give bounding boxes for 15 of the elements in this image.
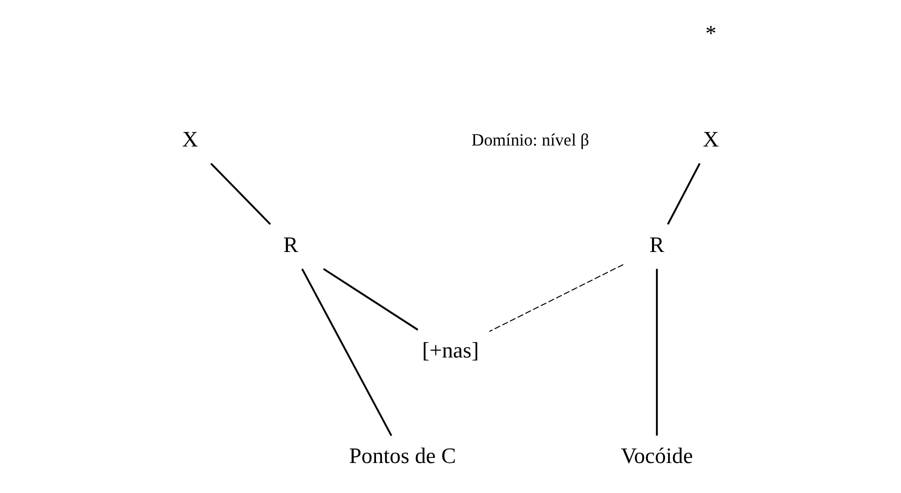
node-text: X (182, 126, 198, 152)
node-text: R (649, 232, 664, 257)
connector (210, 162, 271, 225)
connector (667, 163, 701, 225)
node-text: Vocóide (620, 443, 693, 468)
connector (656, 268, 658, 436)
node-text: Pontos de C (349, 443, 456, 468)
label: * (705, 20, 716, 46)
node-text: [+nas] (422, 338, 479, 363)
node-text: X (702, 126, 719, 152)
connector (488, 264, 624, 332)
label: Domínio: nível β (472, 130, 590, 150)
node-text: R (283, 232, 298, 257)
connector (301, 268, 392, 436)
connector (323, 268, 418, 331)
